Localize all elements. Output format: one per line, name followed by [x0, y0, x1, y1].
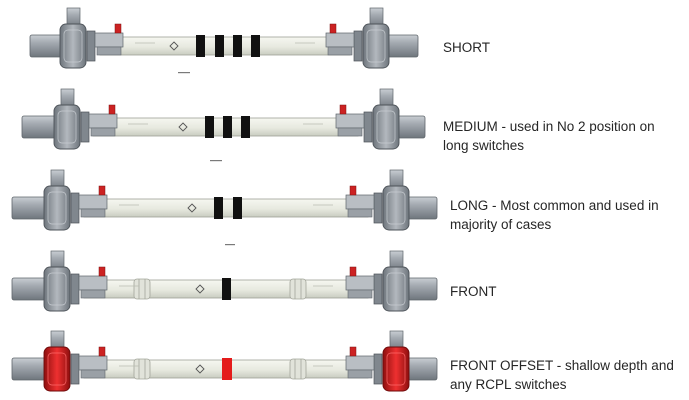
- clamp-rim-right: [386, 272, 406, 306]
- red-nut-left: [98, 185, 106, 196]
- bracket-right: [345, 275, 375, 291]
- bracket-right: [335, 113, 365, 129]
- rod-label-medium: MEDIUM - used in No 2 position on long s…: [443, 119, 655, 153]
- rod-label-front-offset: FRONT OFFSET - shallow depth and any RCP…: [450, 358, 674, 392]
- flange-left: [70, 192, 80, 224]
- clamp-right: [382, 185, 410, 231]
- clamp-right: [362, 23, 390, 69]
- rod-joint: [289, 278, 307, 300]
- bracket-base-right: [347, 289, 373, 299]
- marker-diamond: [178, 122, 188, 132]
- flange-left: [86, 30, 96, 62]
- rod-band: [196, 35, 205, 57]
- rod-medium: [21, 88, 426, 150]
- rod-tube: [99, 36, 351, 56]
- rod-short: [29, 7, 419, 69]
- marker-diamond: [195, 284, 205, 294]
- bracket-base-right: [347, 369, 373, 379]
- clamp-rim-left: [47, 191, 67, 225]
- red-nut-left: [108, 104, 116, 115]
- flange-left: [70, 273, 80, 305]
- separator-tick: [178, 72, 190, 74]
- bracket-left: [78, 194, 108, 210]
- marker-diamond: [187, 203, 197, 213]
- rod-label-short: SHORT: [443, 40, 491, 55]
- clamp-rim-left: [47, 272, 67, 306]
- bracket-left: [94, 32, 124, 48]
- red-nut-left: [98, 266, 106, 277]
- flange-left: [80, 111, 90, 143]
- clamp-rim-right: [376, 110, 396, 144]
- rod-tube: [83, 198, 369, 218]
- rod-band: [222, 278, 231, 300]
- clamp-rim-left: [47, 352, 67, 386]
- bracket-base-left: [80, 208, 106, 218]
- clamp-rim-right: [386, 352, 406, 386]
- flange-right: [363, 111, 373, 143]
- bracket-left: [78, 275, 108, 291]
- rod-band: [205, 116, 214, 138]
- rod-band: [233, 35, 242, 57]
- rod-band: [233, 197, 242, 219]
- bracket-right: [325, 32, 355, 48]
- rod-band: [223, 116, 232, 138]
- clamp-rim-left: [63, 29, 83, 63]
- bracket-base-left: [80, 369, 106, 379]
- rod-band: [251, 35, 260, 57]
- flange-right: [353, 30, 363, 62]
- bracket-right: [345, 355, 375, 371]
- rod-front: [11, 250, 438, 312]
- bracket-base-right: [337, 127, 363, 137]
- clamp-right: [372, 104, 400, 150]
- flange-left: [70, 353, 80, 385]
- red-nut-left: [98, 346, 106, 357]
- red-nut-right: [339, 104, 347, 115]
- clamp-left: [59, 23, 87, 69]
- flange-right: [373, 353, 383, 385]
- rod-label-front: FRONT: [450, 284, 497, 299]
- bracket-base-left: [80, 289, 106, 299]
- rod-joint: [289, 358, 307, 380]
- rod-joint: [133, 358, 151, 380]
- clamp-right: [382, 266, 410, 312]
- rod-band: [215, 35, 224, 57]
- red-nut-right: [329, 23, 337, 34]
- separator-tick: [225, 244, 235, 246]
- clamp-left: [43, 266, 71, 312]
- clamp-left: [43, 346, 71, 392]
- clamp-rim-right: [386, 191, 406, 225]
- bracket-base-left: [96, 46, 122, 56]
- rod-band: [241, 116, 250, 138]
- bracket-base-right: [347, 208, 373, 218]
- rod-long: [11, 169, 438, 231]
- bracket-left: [78, 355, 108, 371]
- rod-band: [214, 197, 223, 219]
- bracket-base-left: [90, 127, 116, 137]
- red-nut-right: [349, 346, 357, 357]
- flange-right: [373, 192, 383, 224]
- marker-diamond: [169, 41, 179, 51]
- separator-tick: [210, 160, 222, 162]
- clamp-left: [53, 104, 81, 150]
- bracket-left: [88, 113, 118, 129]
- rod-front-offset: [11, 330, 438, 392]
- rod-band: [222, 358, 232, 380]
- red-nut-right: [349, 185, 357, 196]
- red-nut-right: [349, 266, 357, 277]
- clamp-rim-right: [366, 29, 386, 63]
- clamp-right: [382, 346, 410, 392]
- clamp-left: [43, 185, 71, 231]
- marker-diamond: [195, 364, 205, 374]
- rod-label-long: LONG - Most common and used in majority …: [450, 198, 659, 232]
- rod-joint: [133, 278, 151, 300]
- bracket-right: [345, 194, 375, 210]
- clamp-rim-left: [57, 110, 77, 144]
- red-nut-left: [114, 23, 122, 34]
- flange-right: [373, 273, 383, 305]
- bracket-base-right: [327, 46, 353, 56]
